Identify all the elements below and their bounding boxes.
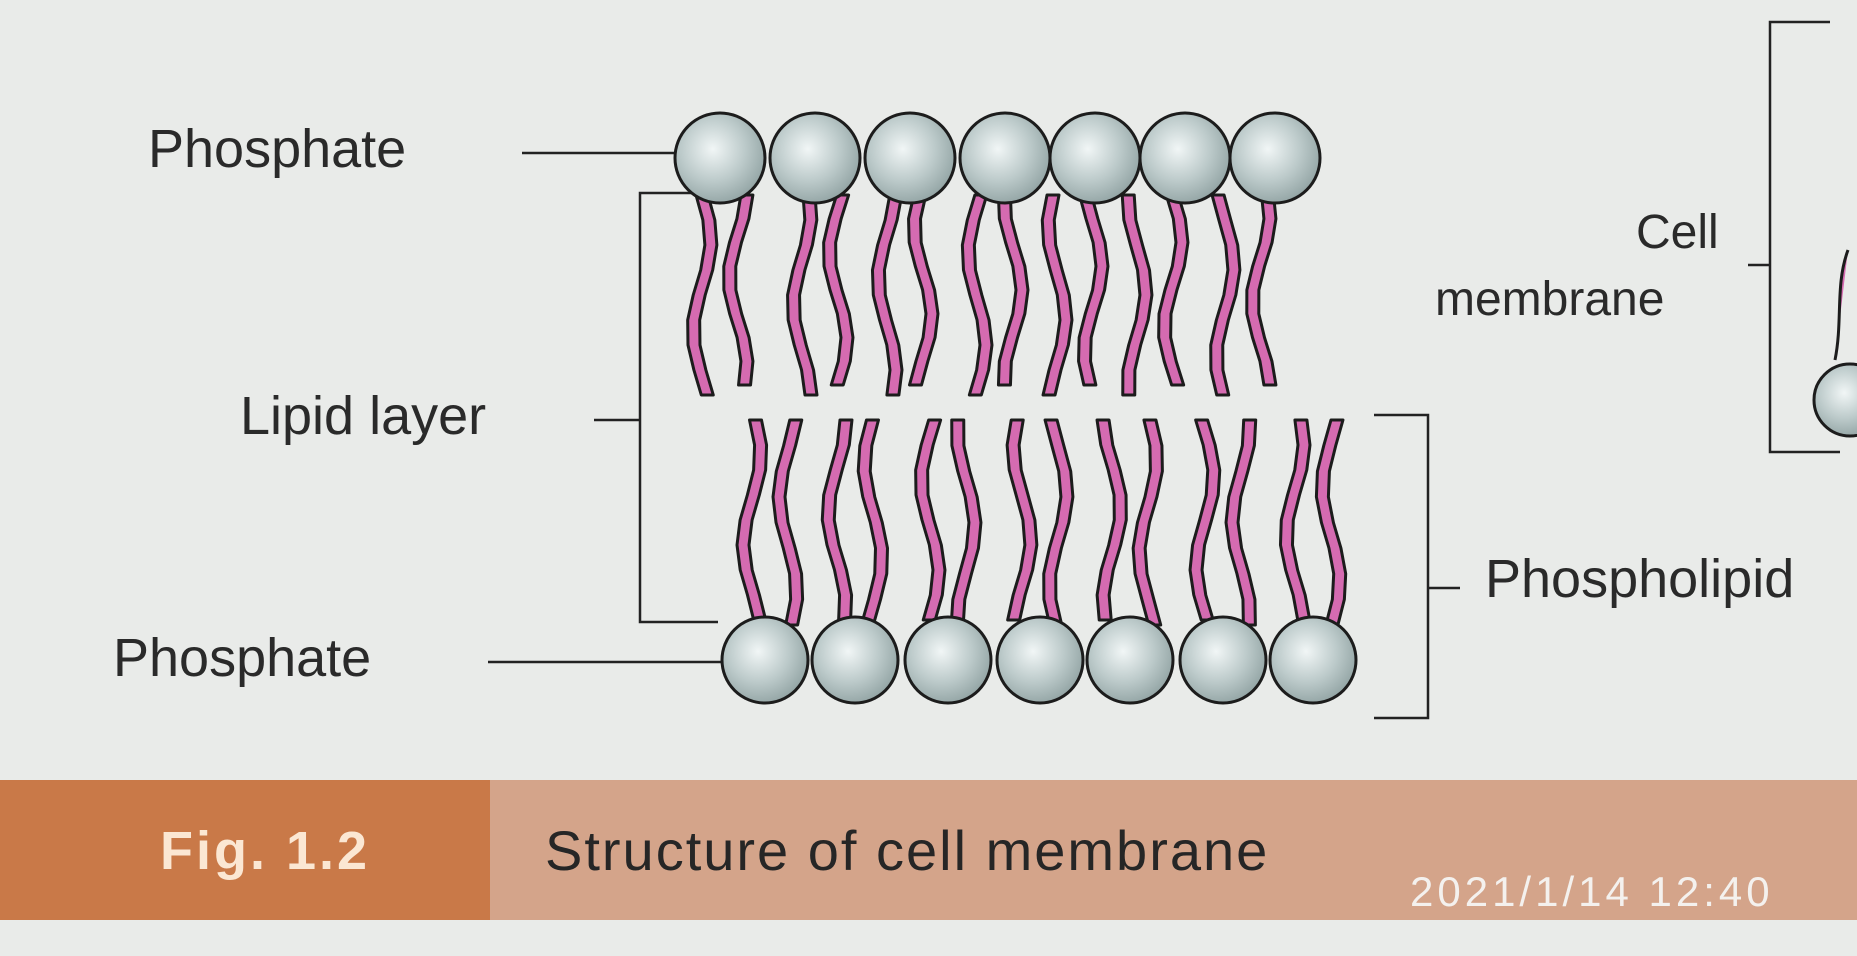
upper-lipid-tail xyxy=(962,195,992,395)
upper-lipid-tail xyxy=(1247,195,1276,385)
phosphate-top-label: Phosphate xyxy=(148,118,406,180)
lower-lipid-tail xyxy=(951,420,981,625)
upper-lipid-tail xyxy=(824,195,853,385)
phospholipid-example-partial xyxy=(1814,250,1857,436)
upper-phosphate-head xyxy=(675,113,765,203)
phospholipid-label: Phospholipid xyxy=(1485,548,1794,610)
upper-lipid-tail xyxy=(1211,195,1240,395)
upper-phosphate-head xyxy=(960,113,1050,203)
lower-phosphate-head xyxy=(812,617,898,703)
figure-number: Fig. 1.2 xyxy=(160,820,370,882)
upper-lipid-tail xyxy=(1079,195,1108,385)
upper-phosphate-head xyxy=(1230,113,1320,203)
upper-lipid-tail xyxy=(872,195,902,395)
lower-phosphate-head xyxy=(1270,617,1356,703)
upper-phosphate-head xyxy=(865,113,955,203)
upper-lipid-tail xyxy=(688,195,717,395)
phosphate-bottom-label: Phosphate xyxy=(113,627,371,689)
lower-lipid-tail xyxy=(773,420,803,625)
upper-lipid-tail xyxy=(909,195,938,385)
lower-lipid-tail xyxy=(1007,420,1037,620)
lower-lipid-tail xyxy=(1226,420,1256,625)
upper-phosphate-head xyxy=(770,113,860,203)
lower-lipid-tails xyxy=(737,420,1346,625)
lower-lipid-tail xyxy=(1316,420,1345,625)
upper-lipid-tail xyxy=(788,195,817,395)
upper-lipid-tails xyxy=(688,195,1276,395)
lower-lipid-tail xyxy=(858,420,887,625)
upper-lipid-tail xyxy=(1159,195,1188,385)
lower-lipid-tail xyxy=(1190,420,1220,620)
upper-phosphate-head xyxy=(1050,113,1140,203)
upper-lipid-tail xyxy=(1122,195,1152,395)
upper-lipid-tail xyxy=(724,195,753,385)
lower-lipid-tail xyxy=(822,420,852,620)
lower-lipid-tail xyxy=(1044,420,1073,625)
upper-phosphate-heads xyxy=(675,113,1320,203)
lower-phosphate-head xyxy=(1087,617,1173,703)
lower-lipid-tail xyxy=(916,420,945,620)
lipid-layer-label: Lipid layer xyxy=(240,385,486,447)
upper-lipid-tail xyxy=(1042,195,1072,395)
figure-caption: Structure of cell membrane xyxy=(545,818,1269,883)
lower-phosphate-heads xyxy=(722,617,1356,703)
lower-lipid-tail xyxy=(1097,420,1126,620)
phospholipid-bracket xyxy=(1374,415,1428,718)
lower-phosphate-head xyxy=(905,617,991,703)
cell-membrane-label-line1: Cell xyxy=(1636,205,1719,260)
lower-phosphate-head xyxy=(997,617,1083,703)
lower-phosphate-head xyxy=(1180,617,1266,703)
upper-phosphate-head xyxy=(1140,113,1230,203)
cell-membrane-label-line2: membrane xyxy=(1435,272,1664,327)
lower-lipid-tail xyxy=(737,420,767,620)
lower-phosphate-head xyxy=(722,617,808,703)
figure-number-box: Fig. 1.2 xyxy=(0,780,490,920)
photo-timestamp: 2021/1/14 12:40 xyxy=(1410,868,1774,916)
upper-lipid-tail xyxy=(998,195,1028,385)
lower-lipid-tail xyxy=(1133,420,1162,625)
lower-lipid-tail xyxy=(1280,420,1310,620)
